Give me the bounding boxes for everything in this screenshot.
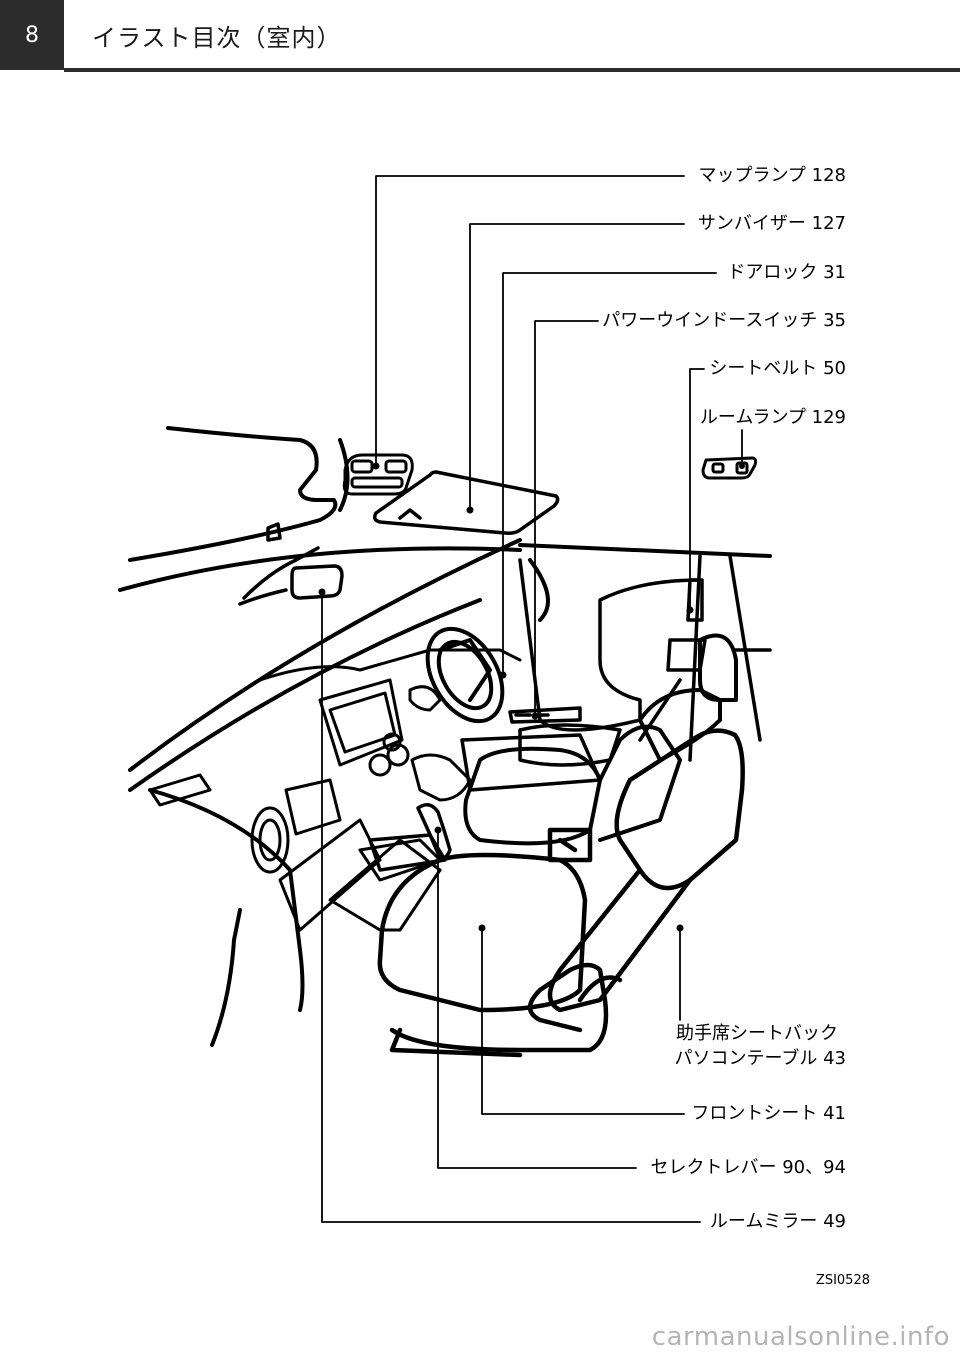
page-number: 8: [0, 0, 64, 70]
leader-power-window: [534, 320, 599, 717]
label-seat-belt: シートベルト 50: [709, 358, 846, 379]
dot-map-lamp: [372, 462, 380, 470]
leader-room-mirror: [321, 589, 701, 1223]
dot-door-lock: [499, 671, 507, 679]
dot-room-lamp: [739, 463, 745, 469]
dot-room-mirror: [318, 588, 326, 596]
dot-seatback-table: [676, 924, 684, 932]
label-map-lamp: マップランプ 128: [698, 165, 846, 186]
dot-seat-belt: [686, 606, 694, 614]
header-rule: [64, 68, 960, 72]
label-room-mirror: ルームミラー 49: [709, 1211, 846, 1232]
leader-lines: [321, 175, 743, 1223]
dot-power-window: [531, 712, 539, 720]
steering-wheel-shape: [425, 626, 505, 724]
map-lamp-shape: [342, 453, 414, 496]
room-lamp-shape: [701, 456, 758, 480]
select-lever-shape: [368, 803, 452, 872]
label-power-window: パワーウインドースイッチ 35: [602, 310, 846, 331]
leader-sun-visor: [469, 223, 685, 511]
page-title: イラスト目次（室内）: [92, 24, 342, 52]
leader-map-lamp: [375, 175, 685, 467]
dot-sun-visor: [466, 506, 474, 514]
sun-visor-shape: [372, 470, 560, 535]
dot-front-seat: [478, 924, 486, 932]
label-select-lever: セレクトレバー 90、94: [650, 1157, 846, 1178]
figure-code: ZSI0528: [815, 1273, 870, 1288]
dashboard-outline: [128, 538, 772, 1047]
dashboard-details: [148, 648, 522, 932]
label-sun-visor: サンバイザー 127: [697, 213, 846, 234]
page-header: 8 イラスト目次（室内）: [0, 0, 960, 72]
passenger-seat: [377, 728, 745, 1058]
dot-select-lever: [434, 826, 442, 834]
leader-dots: [318, 462, 745, 932]
label-seatback-table-line1: 助手席シートバック: [676, 1023, 838, 1044]
leader-door-lock: [502, 272, 717, 676]
label-front-seat: フロントシート 41: [691, 1103, 846, 1124]
mirror-shape: [238, 522, 344, 606]
watermark: carmanualsonline.info: [651, 1322, 950, 1352]
label-room-lamp: ルームランプ 129: [699, 407, 846, 428]
leader-select-lever: [437, 829, 637, 1169]
label-seatback-table-line2: パソコンテーブル 43: [674, 1048, 846, 1069]
leader-front-seat: [481, 927, 685, 1115]
label-door-lock: ドアロック 31: [727, 262, 846, 283]
driver-seat: [463, 724, 682, 846]
leader-seat-belt: [689, 368, 705, 611]
